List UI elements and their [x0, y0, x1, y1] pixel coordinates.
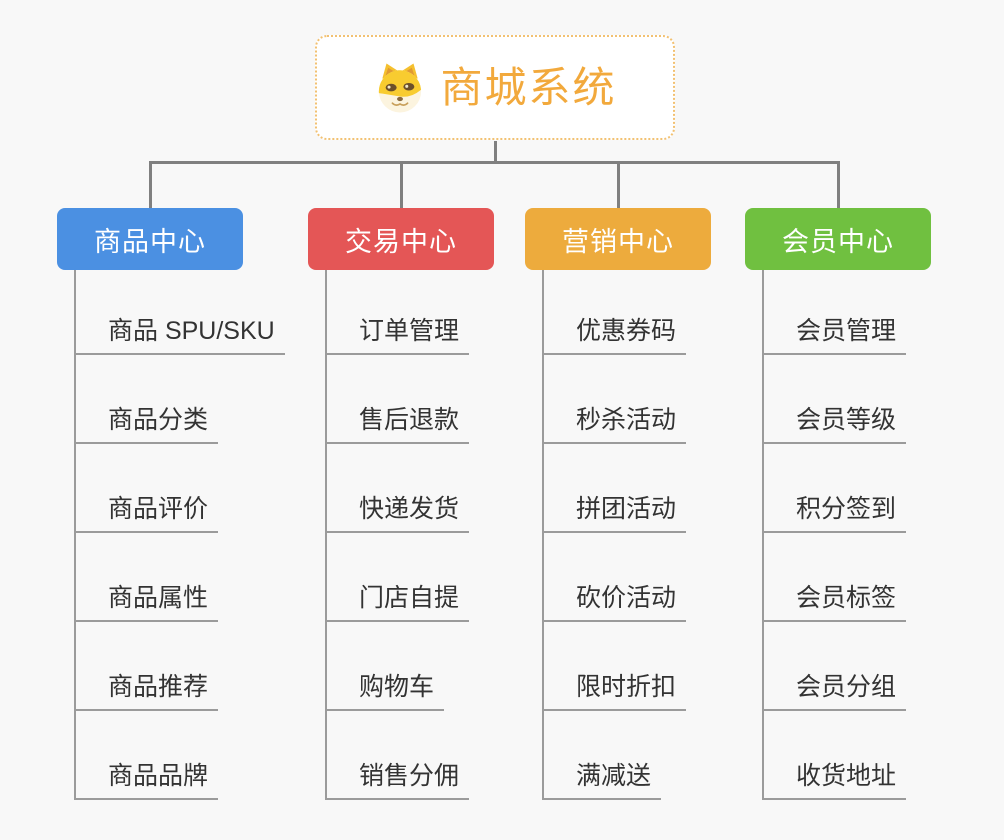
child-node[interactable]: 优惠券码 [542, 311, 687, 355]
child-node[interactable]: 会员管理 [762, 311, 907, 355]
branch-node[interactable]: 会员中心 [745, 208, 931, 270]
child-node[interactable]: 销售分佣 [325, 756, 470, 800]
child-node[interactable]: 收货地址 [762, 756, 907, 800]
branch-children-line [762, 270, 764, 800]
branch-drop-line [149, 161, 152, 209]
child-node[interactable]: 商品 SPU/SKU [74, 311, 285, 355]
child-node[interactable]: 商品品牌 [74, 756, 219, 800]
branch-node[interactable]: 营销中心 [525, 208, 711, 270]
child-node[interactable]: 秒杀活动 [542, 400, 687, 444]
branch-product-center: 商品中心 商品 SPU/SKU 商品分类 商品评价 商品属性 商品推荐 商品品牌 [57, 208, 317, 840]
child-node[interactable]: 售后退款 [325, 400, 470, 444]
branch-connector-rail [149, 161, 840, 164]
branch-drop-line [837, 161, 840, 209]
branch-trade-center: 交易中心 订单管理 售后退款 快递发货 门店自提 购物车 销售分佣 [308, 208, 568, 840]
branch-marketing-center: 营销中心 优惠券码 秒杀活动 拼团活动 砍价活动 限时折扣 满减送 [525, 208, 785, 840]
branch-node[interactable]: 商品中心 [57, 208, 243, 270]
child-node[interactable]: 商品评价 [74, 489, 219, 533]
child-node[interactable]: 满减送 [542, 756, 662, 800]
child-node[interactable]: 拼团活动 [542, 489, 687, 533]
child-node[interactable]: 商品属性 [74, 578, 219, 622]
child-node[interactable]: 积分签到 [762, 489, 907, 533]
child-node[interactable]: 会员分组 [762, 667, 907, 711]
child-node[interactable]: 商品推荐 [74, 667, 219, 711]
child-node[interactable]: 门店自提 [325, 578, 470, 622]
child-node[interactable]: 商品分类 [74, 400, 219, 444]
branch-children: 订单管理 售后退款 快递发货 门店自提 购物车 销售分佣 [308, 266, 568, 800]
branch-children: 优惠券码 秒杀活动 拼团活动 砍价活动 限时折扣 满减送 [525, 266, 785, 800]
child-node[interactable]: 快递发货 [325, 489, 470, 533]
root-node[interactable]: 商城系统 [315, 35, 675, 140]
child-node[interactable]: 购物车 [325, 667, 445, 711]
branch-children: 商品 SPU/SKU 商品分类 商品评价 商品属性 商品推荐 商品品牌 [57, 266, 317, 800]
branch-node[interactable]: 交易中心 [308, 208, 494, 270]
branch-drop-line [617, 161, 620, 209]
branch-children-line [74, 270, 76, 800]
child-node[interactable]: 砍价活动 [542, 578, 687, 622]
child-node[interactable]: 限时折扣 [542, 667, 687, 711]
branch-children-line [325, 270, 327, 800]
child-node[interactable]: 会员标签 [762, 578, 907, 622]
root-title: 商城系统 [440, 63, 617, 111]
branch-children-line [542, 270, 544, 800]
branch-member-center: 会员中心 会员管理 会员等级 积分签到 会员标签 会员分组 收货地址 [745, 208, 1004, 840]
child-node[interactable]: 订单管理 [325, 311, 470, 355]
child-node[interactable]: 会员等级 [762, 400, 907, 444]
branch-children: 会员管理 会员等级 积分签到 会员标签 会员分组 收货地址 [745, 266, 1004, 800]
doge-icon [373, 61, 427, 115]
root-connector-line [494, 141, 497, 163]
branch-drop-line [400, 161, 403, 209]
